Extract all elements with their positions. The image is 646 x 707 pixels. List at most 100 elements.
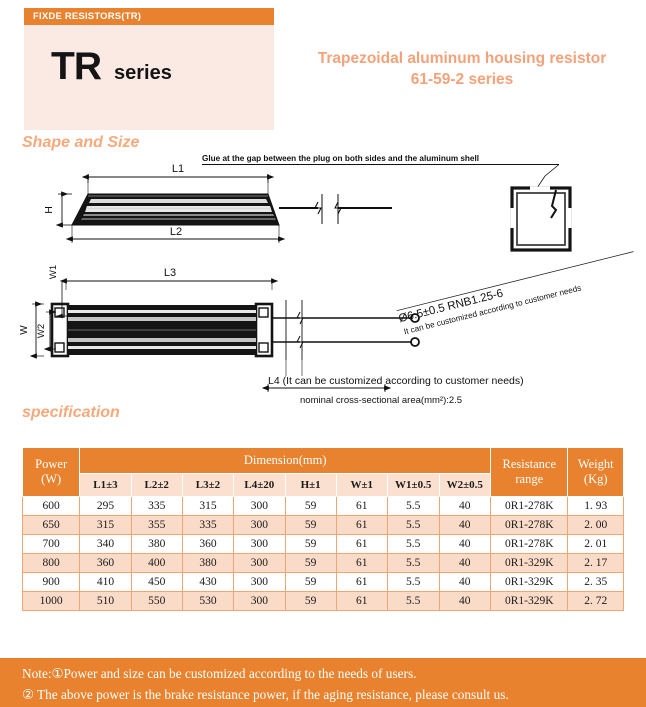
cell-weight: 2. 35 [567, 572, 624, 592]
col-header-dimension: Dimension(mm) [79, 447, 492, 474]
col-subheader-w2: W2±0.5 [438, 473, 492, 497]
cell-power: 800 [21, 553, 81, 573]
cell-l2: 400 [130, 553, 183, 573]
cell-power: 1000 [21, 591, 81, 611]
specification-table: Power (W) Dimension(mm) Resistance range… [21, 447, 624, 611]
cell-resistance: 0R1-278K [490, 515, 569, 535]
terminal-callout-group: Ø6.5±0.5 RNB1.25-6 It can be customized … [396, 251, 634, 336]
col-header-resistance-label: Resistance [502, 457, 556, 471]
footer-note-line1: Note:①Power and size can be customized a… [22, 666, 417, 681]
col-header-weight-unit: (Kg) [583, 472, 608, 486]
col-header-power-label: Power [35, 457, 68, 471]
col-header-resistance-sub: range [515, 472, 544, 486]
cell-resistance: 0R1-329K [490, 572, 569, 592]
cell-l2: 550 [130, 591, 183, 611]
cell-resistance: 0R1-329K [490, 553, 569, 573]
dim-label-w: W [19, 325, 30, 335]
cell-l3: 430 [181, 572, 235, 592]
product-title: Trapezoidal aluminum housing resistor 61… [278, 48, 646, 90]
cell-w2: 40 [438, 572, 492, 592]
dim-label-l1: L1 [172, 163, 184, 175]
cell-w1: 5.5 [386, 591, 440, 611]
cell-power: 600 [21, 496, 81, 516]
col-subheader-h: H±1 [284, 473, 337, 497]
top-view-group: L3 W W2 W1 [19, 265, 420, 392]
cell-h: 59 [284, 591, 337, 611]
cell-weight: 2. 72 [567, 591, 624, 611]
col-header-weight: Weight (Kg) [567, 447, 624, 497]
cell-l2: 355 [130, 515, 183, 535]
product-title-line1: Trapezoidal aluminum housing resistor [317, 50, 607, 67]
col-subheader-w: W±1 [335, 473, 388, 497]
header-category-bar: FIXDE RESISTORS(TR) [24, 8, 274, 25]
cell-l4: 300 [233, 515, 286, 535]
col-header-power: Power (W) [21, 447, 81, 497]
cell-w1: 5.5 [386, 572, 440, 592]
col-header-resistance-range: Resistance range [490, 447, 569, 497]
table-head: Power (W) Dimension(mm) Resistance range… [21, 447, 624, 497]
cell-l1: 510 [79, 591, 132, 611]
dim-label-w2: W2 [36, 324, 47, 338]
section-heading-specification: specification [22, 404, 120, 421]
cell-l4: 300 [233, 572, 286, 592]
cell-w1: 5.5 [386, 553, 440, 573]
cell-w: 61 [335, 553, 388, 573]
cell-w1: 5.5 [386, 515, 440, 535]
cell-power: 700 [21, 534, 81, 554]
cell-h: 59 [284, 572, 337, 592]
dim-label-l2: L2 [170, 226, 182, 238]
cell-power: 900 [21, 572, 81, 592]
cell-resistance: 0R1-329K [490, 591, 569, 611]
series-word: series [114, 62, 172, 84]
cell-l3: 315 [181, 496, 235, 516]
col-subheader-l1: L1±3 [79, 473, 132, 497]
cell-power: 650 [21, 515, 81, 535]
dim-label-h: H [43, 206, 55, 214]
cell-l2: 380 [130, 534, 183, 554]
cell-weight: 2. 00 [567, 515, 624, 535]
glue-note-group: Glue at the gap between the plug on both… [202, 154, 560, 189]
cell-l2: 450 [130, 572, 183, 592]
cell-w1: 5.5 [386, 534, 440, 554]
cell-resistance: 0R1-278K [490, 496, 569, 516]
cell-w: 61 [335, 572, 388, 592]
cell-l3: 530 [181, 591, 235, 611]
cell-l1: 410 [79, 572, 132, 592]
cell-l4: 300 [233, 591, 286, 611]
section-heading-shape-and-size: Shape and Size [22, 134, 140, 151]
cell-l3: 335 [181, 515, 235, 535]
cell-h: 59 [284, 534, 337, 554]
specification-table-container: Power (W) Dimension(mm) Resistance range… [21, 447, 624, 611]
cell-resistance: 0R1-278K [490, 534, 569, 554]
cell-l4: 300 [233, 553, 286, 573]
cross-section-view [510, 186, 572, 252]
footer-note-line2: ② The above power is the brake resistanc… [22, 687, 509, 702]
cell-w2: 40 [438, 553, 492, 573]
cell-h: 59 [284, 553, 337, 573]
cell-l3: 360 [181, 534, 235, 554]
cell-l1: 315 [79, 515, 132, 535]
cell-w2: 40 [438, 515, 492, 535]
cross-section-note-text: nominal cross-sectional area(mm²):2.5 [300, 395, 462, 406]
cell-weight: 2. 01 [567, 534, 624, 554]
cell-w2: 40 [438, 496, 492, 516]
cell-weight: 1. 93 [567, 496, 624, 516]
dim-label-l3: L3 [164, 267, 176, 279]
l4-note-group: L4 (It can be customized according to cu… [268, 375, 524, 406]
cell-l3: 380 [181, 553, 235, 573]
col-header-weight-label: Weight [577, 457, 614, 471]
cell-w2: 40 [438, 591, 492, 611]
cell-l4: 300 [233, 496, 286, 516]
col-subheader-l3: L3±2 [181, 473, 235, 497]
table-head-row-2: L1±3 L2±2 L3±2 L4±20 H±1 W±1 W1±0.5 W2±0… [23, 473, 624, 497]
cell-w: 61 [335, 534, 388, 554]
front-view-group: L1 H L2 [43, 163, 392, 243]
header-brand-panel [24, 8, 274, 130]
l4-note-text: L4 (It can be customized according to cu… [268, 375, 524, 387]
